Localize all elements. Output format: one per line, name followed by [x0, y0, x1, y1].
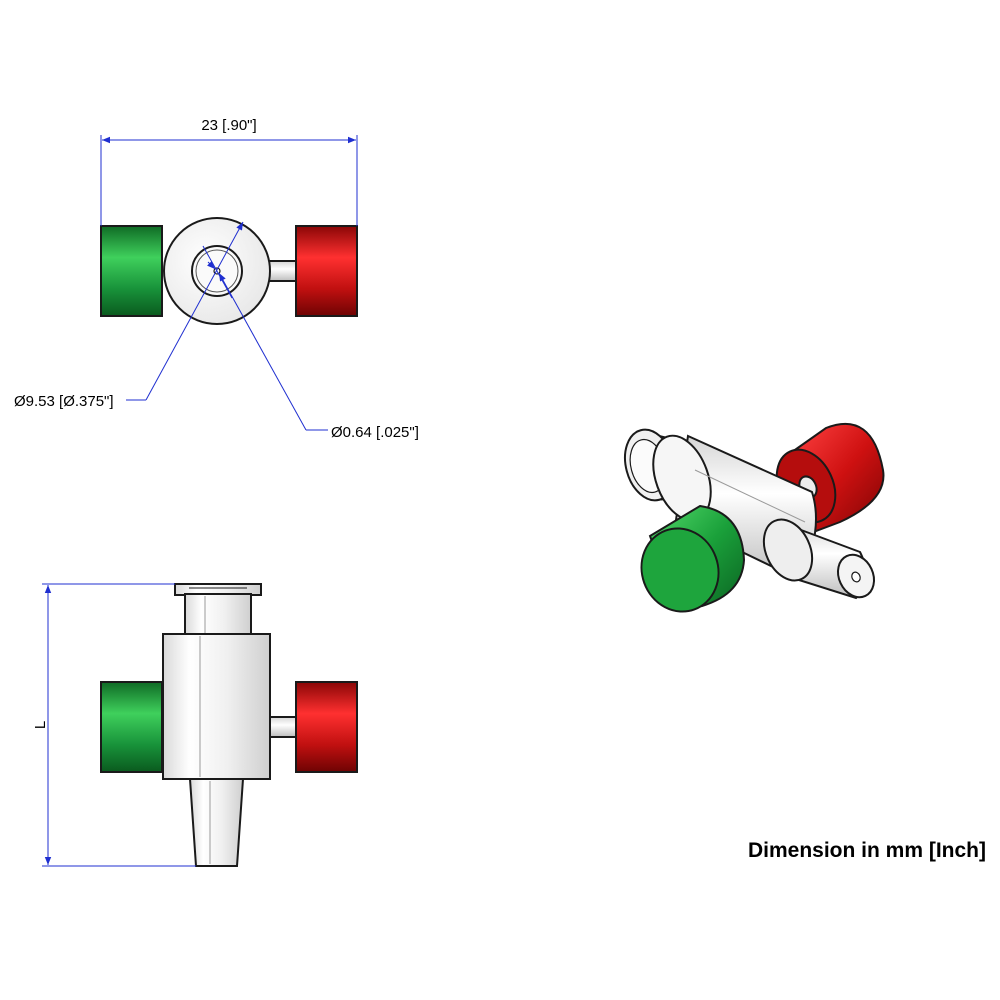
orifice-arrow-a: [207, 261, 216, 270]
body-iso-highlight: [694, 469, 806, 523]
neck-side: [184, 593, 252, 636]
stem-right-side: [267, 716, 299, 738]
isometric-view: [624, 422, 885, 613]
stem-right-top: [267, 260, 299, 282]
green-knob-top: [100, 225, 163, 317]
diameter-axis-line: [202, 245, 233, 299]
outer-diameter-leader: [145, 221, 244, 401]
orifice-diameter-label: Ø0.64 [.025"]: [331, 424, 419, 441]
length-dimension-label: L: [32, 721, 49, 729]
width-dimension-label: 23 [.90"]: [201, 117, 256, 134]
units-note: Dimension in mm [Inch]: [748, 839, 986, 862]
outlet-taper-side: [188, 778, 245, 867]
green-knob-iso: [640, 504, 746, 613]
orifice-diameter-leader: [218, 272, 307, 431]
body-side: [162, 633, 271, 780]
top-view: 23 [.90"] Ø9.53 [Ø.375"] Ø0.64 [.025"]: [14, 117, 419, 441]
red-knob-side: [295, 681, 358, 773]
side-view: L: [32, 583, 358, 867]
outer-diameter-label: Ø9.53 [Ø.375"]: [14, 393, 114, 410]
inner-ring-2-top: [195, 249, 239, 293]
red-knob-top: [295, 225, 358, 317]
outlet-tube-iso: [762, 518, 875, 600]
green-knob-side: [100, 681, 163, 773]
